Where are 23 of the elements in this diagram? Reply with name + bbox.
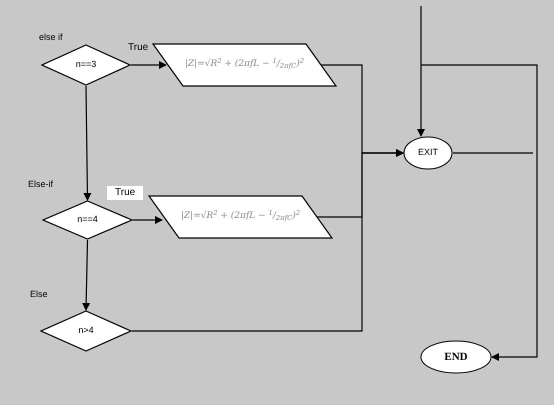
formula-parallelogram <box>152 43 337 87</box>
formula-parallelogram <box>148 195 333 239</box>
terminal-ellipse <box>420 340 492 374</box>
connector-arrow <box>417 6 425 137</box>
formula-text: |Z|=√R$^{2}$ + (2πfL − $^{1}$/$_{2πfC}$)$^{2}$ <box>180 210 300 224</box>
terminal-ellipse <box>403 136 453 170</box>
edge-label: True <box>128 43 148 53</box>
condition-text: n>4 <box>78 324 94 338</box>
branch-label: else if <box>39 31 63 44</box>
condition-text: n==3 <box>76 58 96 72</box>
branch-label: Else <box>30 288 48 301</box>
connector-arrow <box>131 61 167 69</box>
connector-arrow <box>421 64 538 361</box>
condition-text: n==4 <box>77 213 98 226</box>
connector-arrow <box>133 216 163 224</box>
terminal-text: EXIT <box>418 146 438 160</box>
connector-arrow <box>132 149 404 332</box>
edge-label: True <box>107 186 144 200</box>
connector-arrow <box>82 240 90 311</box>
terminal-text: END <box>444 350 468 365</box>
branch-label: Else-if <box>28 178 54 191</box>
connector-arrow <box>83 86 92 201</box>
formula-text: |Z|=√R$^{2}$ + (2πfL − $^{1}$/$_{2πfC}$)$^{2}$ <box>184 58 304 72</box>
